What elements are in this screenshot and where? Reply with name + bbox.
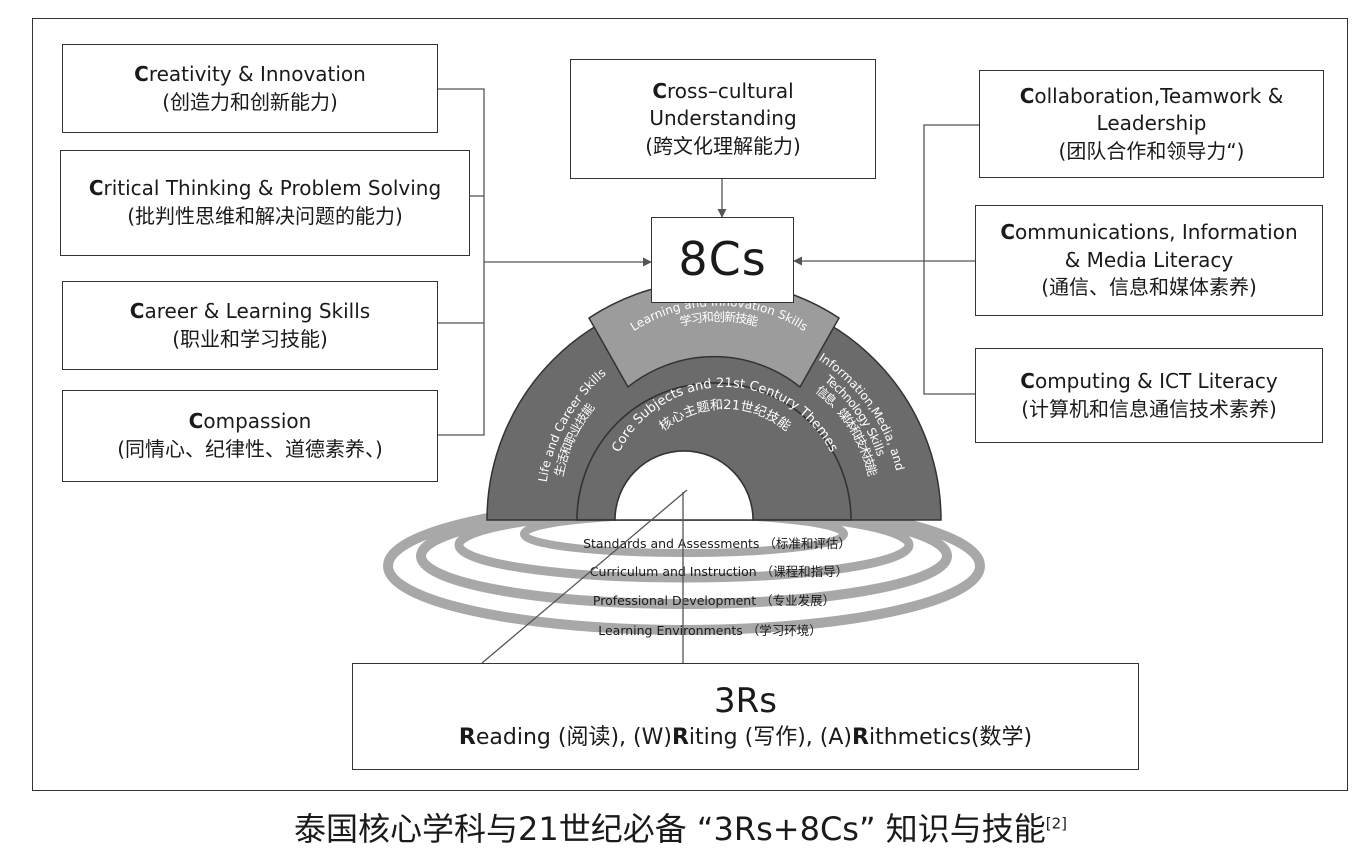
figure-caption: 泰国核心学科与21世纪必备 “3Rs+8Cs” 知识与技能[2]	[294, 810, 1067, 848]
caption-reference: [2]	[1045, 814, 1067, 833]
box-critical-thinking: Critical Thinking & Problem Solving (批判性…	[60, 150, 470, 256]
box-computing: Computing & ICT Literacy (计算机和信息通信技术素养)	[975, 348, 1323, 443]
learning-innovation-cn: 学习和创新技能	[678, 309, 760, 329]
right-bracket-line	[923, 124, 979, 395]
box-collaboration: Collaboration,Teamwork & Leadership (团队合…	[979, 70, 1324, 178]
diagram-frame	[32, 18, 1348, 791]
box-8cs: 8Cs	[651, 217, 794, 303]
arc-inner-hole	[614, 450, 754, 521]
3rs-line-left	[481, 489, 688, 664]
ring-label-standards: Standards and Assessments （标准和评估）	[583, 536, 851, 551]
box-career-learning: Career & Learning Skills (职业和学习技能)	[62, 281, 438, 370]
box-cross-cultural: Cross–cultural Understanding (跨文化理解能力)	[570, 59, 876, 179]
ring-label-environments: Learning Environments （学习环境）	[598, 623, 822, 638]
ring-label-professional: Professional Development （专业发展）	[593, 593, 835, 608]
ring-label-curriculum: Curriculum and Instruction （课程和指导）	[590, 564, 848, 579]
left-bracket-line	[437, 88, 485, 436]
rainbow	[486, 279, 942, 521]
box-compassion: Compassion (同情心、纪律性、道德素养、)	[62, 390, 438, 482]
connectors	[437, 88, 979, 664]
box-3rs: 3Rs Reading (阅读), (W)Riting (写作), (A)Rit…	[352, 663, 1139, 770]
box-creativity: Creativity & Innovation (创造力和创新能力)	[62, 44, 438, 133]
box-communications: Communications, Information & Media Lite…	[975, 205, 1323, 316]
